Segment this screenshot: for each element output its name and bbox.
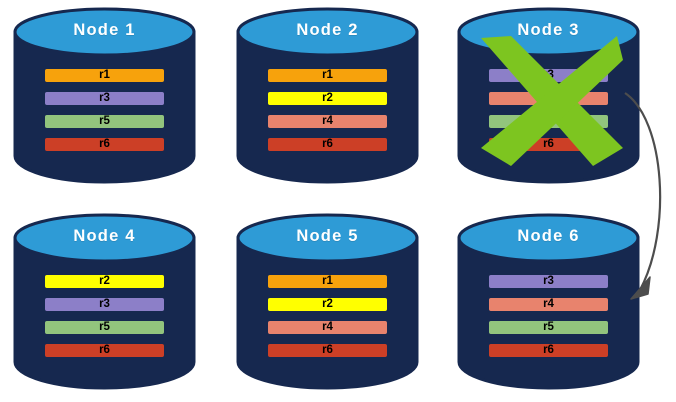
replica-bar[interactable]: r5 bbox=[44, 320, 165, 335]
replica-bar[interactable]: r6 bbox=[267, 137, 388, 152]
replica-bar[interactable]: r3 bbox=[44, 91, 165, 106]
replica-list: r1 r2 r4 r6 bbox=[267, 274, 388, 358]
replica-bar[interactable]: r1 bbox=[267, 68, 388, 83]
replica-bar[interactable]: r6 bbox=[267, 343, 388, 358]
node-cylinder-3[interactable]: Node 3 r3 r4 r5 r6 bbox=[457, 6, 640, 184]
replica-bar[interactable]: r6 bbox=[488, 137, 609, 152]
cylinder-top-ellipse bbox=[236, 213, 419, 263]
replica-list: r2 r3 r5 r6 bbox=[44, 274, 165, 358]
node-label: Node 1 bbox=[73, 21, 136, 39]
replica-bar[interactable]: r6 bbox=[44, 343, 165, 358]
node-cylinder-1[interactable]: Node 1 r1 r3 r5 r6 bbox=[13, 6, 196, 184]
replica-bar[interactable]: r1 bbox=[44, 68, 165, 83]
replica-bar[interactable]: r2 bbox=[267, 297, 388, 312]
replica-bar[interactable]: r4 bbox=[488, 297, 609, 312]
replica-bar[interactable]: r3 bbox=[44, 297, 165, 312]
node-cylinder-6[interactable]: Node 6 r3 r4 r5 r6 bbox=[457, 212, 640, 390]
replica-bar[interactable]: r2 bbox=[267, 91, 388, 106]
replica-bar[interactable]: r5 bbox=[488, 114, 609, 129]
node-cylinder-2[interactable]: Node 2 r1 r2 r4 r6 bbox=[236, 6, 419, 184]
node-label: Node 2 bbox=[296, 21, 359, 39]
replica-list: r3 r4 r5 r6 bbox=[488, 274, 609, 358]
replica-bar[interactable]: r3 bbox=[488, 68, 609, 83]
replica-bar[interactable]: r4 bbox=[267, 320, 388, 335]
replica-bar[interactable]: r4 bbox=[267, 114, 388, 129]
replica-bar[interactable]: r6 bbox=[488, 343, 609, 358]
replica-bar[interactable]: r1 bbox=[267, 274, 388, 289]
node-label: Node 4 bbox=[73, 227, 136, 245]
replica-bar[interactable]: r6 bbox=[44, 137, 165, 152]
replica-bar[interactable]: r4 bbox=[488, 91, 609, 106]
replica-bar[interactable]: r5 bbox=[44, 114, 165, 129]
replica-bar[interactable]: r2 bbox=[44, 274, 165, 289]
node-label: Node 5 bbox=[296, 227, 359, 245]
replica-list: r1 r2 r4 r6 bbox=[267, 68, 388, 152]
replica-list: r3 r4 r5 r6 bbox=[488, 68, 609, 152]
node-label: Node 6 bbox=[517, 227, 580, 245]
replica-bar[interactable]: r5 bbox=[488, 320, 609, 335]
node-label: Node 3 bbox=[517, 21, 580, 39]
replica-list: r1 r3 r5 r6 bbox=[44, 68, 165, 152]
cylinder-top-ellipse bbox=[13, 7, 196, 57]
node-cylinder-4[interactable]: Node 4 r2 r3 r5 r6 bbox=[13, 212, 196, 390]
cylinder-top-ellipse bbox=[236, 7, 419, 57]
node-cylinder-5[interactable]: Node 5 r1 r2 r4 r6 bbox=[236, 212, 419, 390]
replica-bar[interactable]: r3 bbox=[488, 274, 609, 289]
cylinder-top-ellipse bbox=[13, 213, 196, 263]
